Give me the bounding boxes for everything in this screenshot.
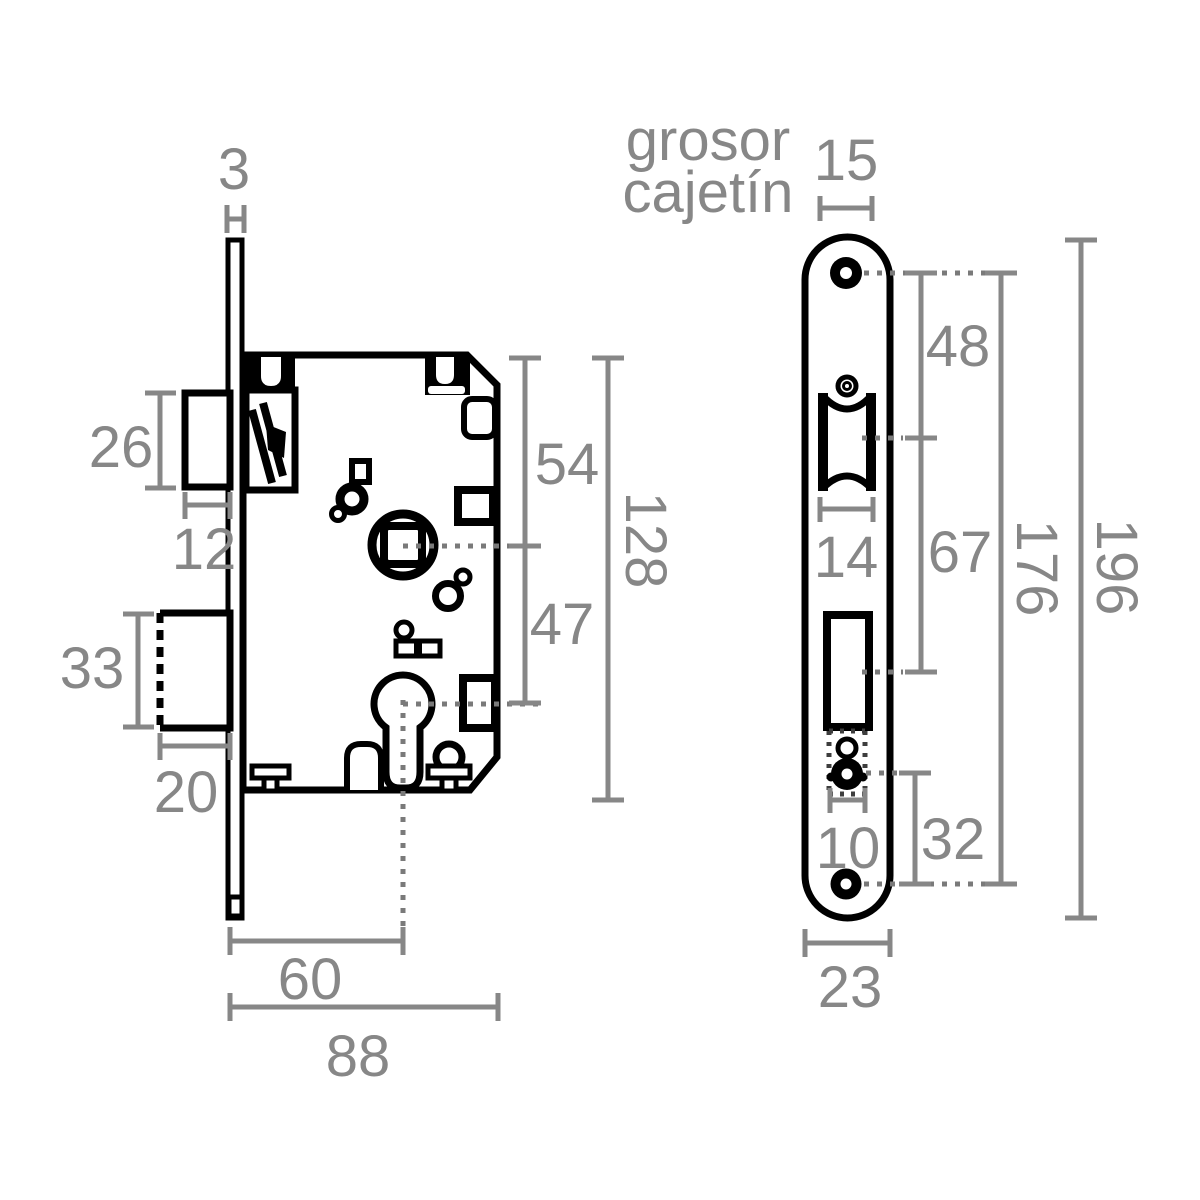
latch-pin-hole-inner [842, 381, 852, 391]
right-view-faceplate: grosor cajetín [623, 108, 1149, 1020]
lever-slide-divider [414, 641, 422, 656]
dim-deadbolt-height-33: 33 [60, 611, 154, 730]
latch-window-top [820, 393, 874, 413]
screw-dot [329, 505, 347, 523]
header-grosor: grosor [626, 108, 790, 173]
dim-slot-width-10: 10 [816, 788, 881, 881]
deadbolt-outline [160, 609, 234, 732]
lower-pin-hole [835, 736, 859, 760]
dim-latch-height-26: 26 [89, 390, 176, 491]
dim-label-20: 20 [154, 760, 219, 825]
dim-54-47-chain: 54 47 [509, 355, 600, 706]
dim-deadbolt-throw-20: 20 [154, 733, 233, 825]
dim-label-196: 196 [1084, 519, 1149, 616]
header-cajetin: cajetín [623, 160, 794, 225]
screw-hole-bottom-center [840, 878, 852, 890]
dim-label-48: 48 [926, 314, 991, 379]
dim-screw-32: 32 [899, 770, 986, 887]
dim-label-54: 54 [535, 432, 600, 497]
dim-label-88: 88 [326, 1024, 391, 1089]
dim-case-depth-88: 88 [227, 993, 501, 1089]
dim-label-23: 23 [818, 955, 883, 1020]
foot-right-stem [439, 775, 459, 794]
dim-backset-60: 60 [227, 927, 406, 1012]
dim-latch-width-14: 14 [814, 497, 879, 590]
dim-label-47: 47 [530, 592, 595, 657]
screw-circle-small [432, 580, 464, 612]
dim-label-60: 60 [278, 947, 343, 1012]
left-view-lock-side: 3 26 12 33 20 [60, 137, 678, 1089]
dim-label-3: 3 [218, 137, 250, 202]
edge-notch-top [461, 396, 498, 440]
dim-label-15: 15 [814, 128, 879, 193]
top-tab-left-slot [261, 357, 281, 386]
edge-grommet-bottom [459, 674, 499, 732]
screw-circle [335, 482, 369, 516]
screw-dot-small [453, 567, 473, 587]
dim-label-67: 67 [928, 520, 993, 585]
top-tab-right-slot [436, 357, 454, 384]
dim-plate-length-196: 196 [1065, 237, 1149, 921]
edge-grommet-middle [454, 486, 497, 526]
dim-plate-thickness-3: 3 [218, 137, 250, 233]
dim-48-67-chain: 48 67 [905, 270, 993, 675]
latch-bolt [181, 389, 234, 491]
screw-head-small [349, 458, 372, 485]
latch-spring-stripe [248, 408, 276, 485]
latch-window-bottom [820, 472, 874, 491]
dim-label-26: 26 [89, 415, 154, 480]
dim-plate-width-23: 23 [802, 929, 893, 1020]
dim-label-128: 128 [613, 492, 678, 589]
screw-hole-top-center [840, 267, 852, 279]
dim-label-32: 32 [921, 807, 986, 872]
dim-hole-spacing-176: 176 [985, 270, 1069, 887]
top-tab-right-bar [428, 386, 465, 394]
dim-label-10: 10 [816, 816, 881, 881]
spring-dome [344, 741, 384, 790]
latch-spring-block [266, 424, 286, 458]
dim-case-width-15: 15 [814, 128, 879, 221]
dim-label-33: 33 [60, 636, 125, 701]
foot-left-stem [261, 775, 280, 794]
dim-label-14: 14 [814, 525, 879, 590]
adjust-screw-center [841, 768, 853, 780]
lever-pin [393, 619, 415, 641]
dim-latch-protrusion-12: 12 [172, 492, 237, 582]
deadbolt [160, 613, 230, 728]
faceplate-bottom-cap [226, 894, 245, 919]
dim-label-176: 176 [1004, 520, 1069, 617]
dim-case-height-128: 128 [592, 355, 678, 803]
dim-label-12: 12 [172, 517, 237, 582]
